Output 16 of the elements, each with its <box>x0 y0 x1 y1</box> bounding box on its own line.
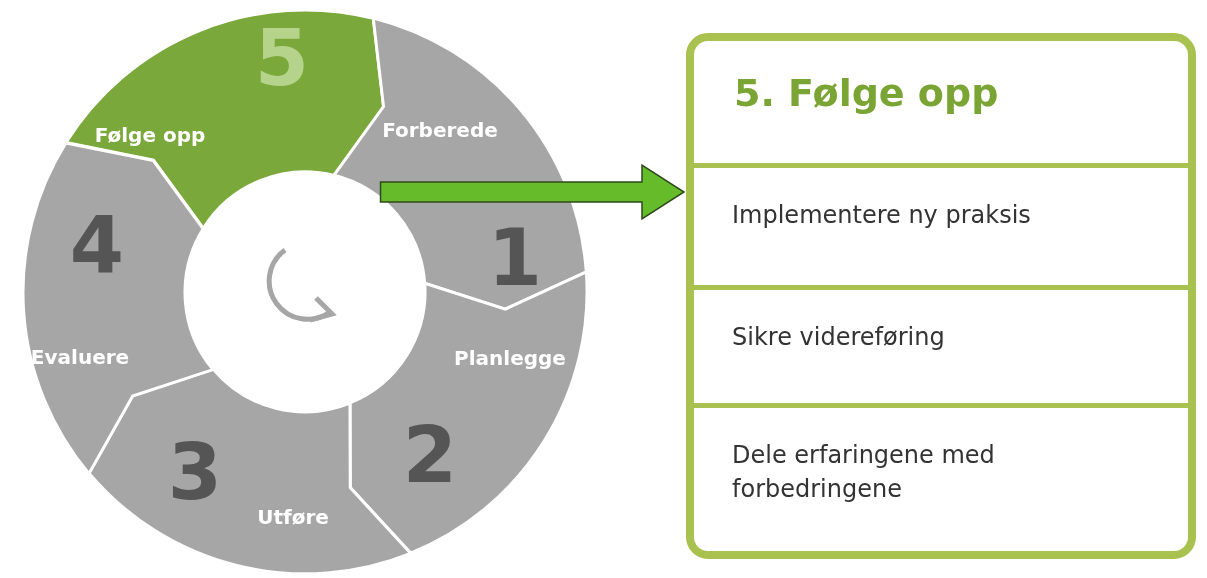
step-number: 4 <box>69 200 125 290</box>
step-label: Utføre <box>257 505 329 529</box>
step-label: Evaluere <box>30 345 130 369</box>
step-number: 3 <box>167 427 223 517</box>
step-number: 5 <box>254 13 310 103</box>
step-label: Forberede <box>382 118 498 142</box>
arrow <box>379 163 686 221</box>
step-number: 1 <box>487 213 543 303</box>
step-number: 2 <box>402 410 458 500</box>
panel-heading: 5. Følge opp <box>734 71 999 115</box>
info-panel <box>686 33 1196 559</box>
step-item: Dele erfaringene med forbedringene <box>732 440 996 505</box>
step-item: Implementere ny praksis <box>732 200 1032 231</box>
step-label: Følge opp <box>94 123 206 147</box>
step-label: Planlegge <box>454 346 566 370</box>
step-item: Sikre videreføring <box>732 322 946 353</box>
